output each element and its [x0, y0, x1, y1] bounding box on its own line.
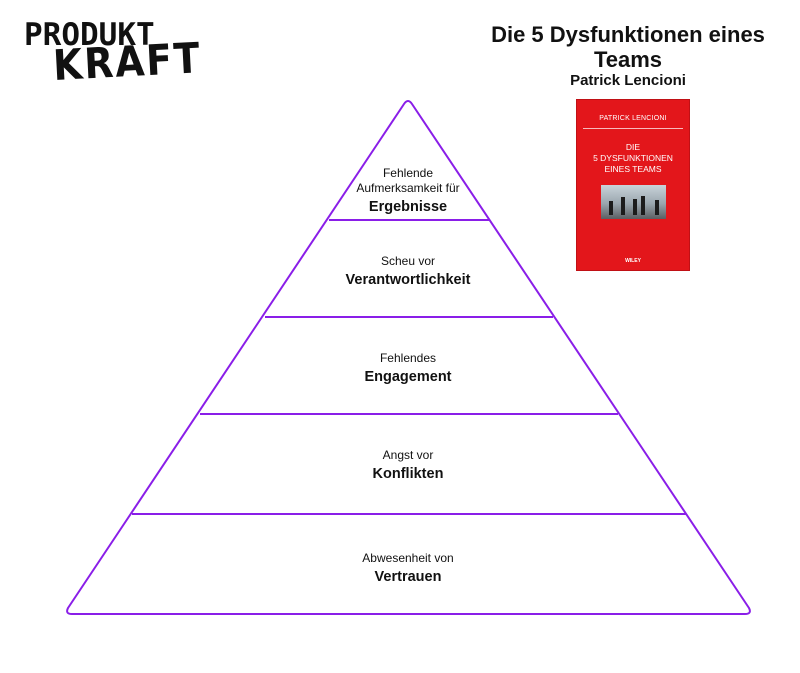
tier-bold-label: Vertrauen — [258, 568, 558, 586]
tier-bold-label: Verantwortlichkeit — [258, 271, 558, 289]
tier-small-label: Fehlendes — [258, 351, 558, 366]
pyramid-tier-vertrauen: Abwesenheit von Vertrauen — [258, 551, 558, 586]
tier-small-label: Fehlende Aufmerksamkeit für — [348, 166, 468, 196]
pyramid-tier-ergebnisse: Fehlende Aufmerksamkeit für Ergebnisse — [258, 166, 558, 216]
tier-small-label: Angst vor — [258, 448, 558, 463]
tier-bold-label: Engagement — [258, 368, 558, 386]
pyramid-tier-verantwortlichkeit: Scheu vor Verantwortlichkeit — [258, 254, 558, 289]
pyramid-tier-engagement: Fehlendes Engagement — [258, 351, 558, 386]
tier-small-label: Abwesenheit von — [258, 551, 558, 566]
tier-bold-label: Konflikten — [258, 465, 558, 483]
pyramid-tier-konflikten: Angst vor Konflikten — [258, 448, 558, 483]
tier-bold-label: Ergebnisse — [258, 198, 558, 216]
tier-small-label: Scheu vor — [258, 254, 558, 269]
